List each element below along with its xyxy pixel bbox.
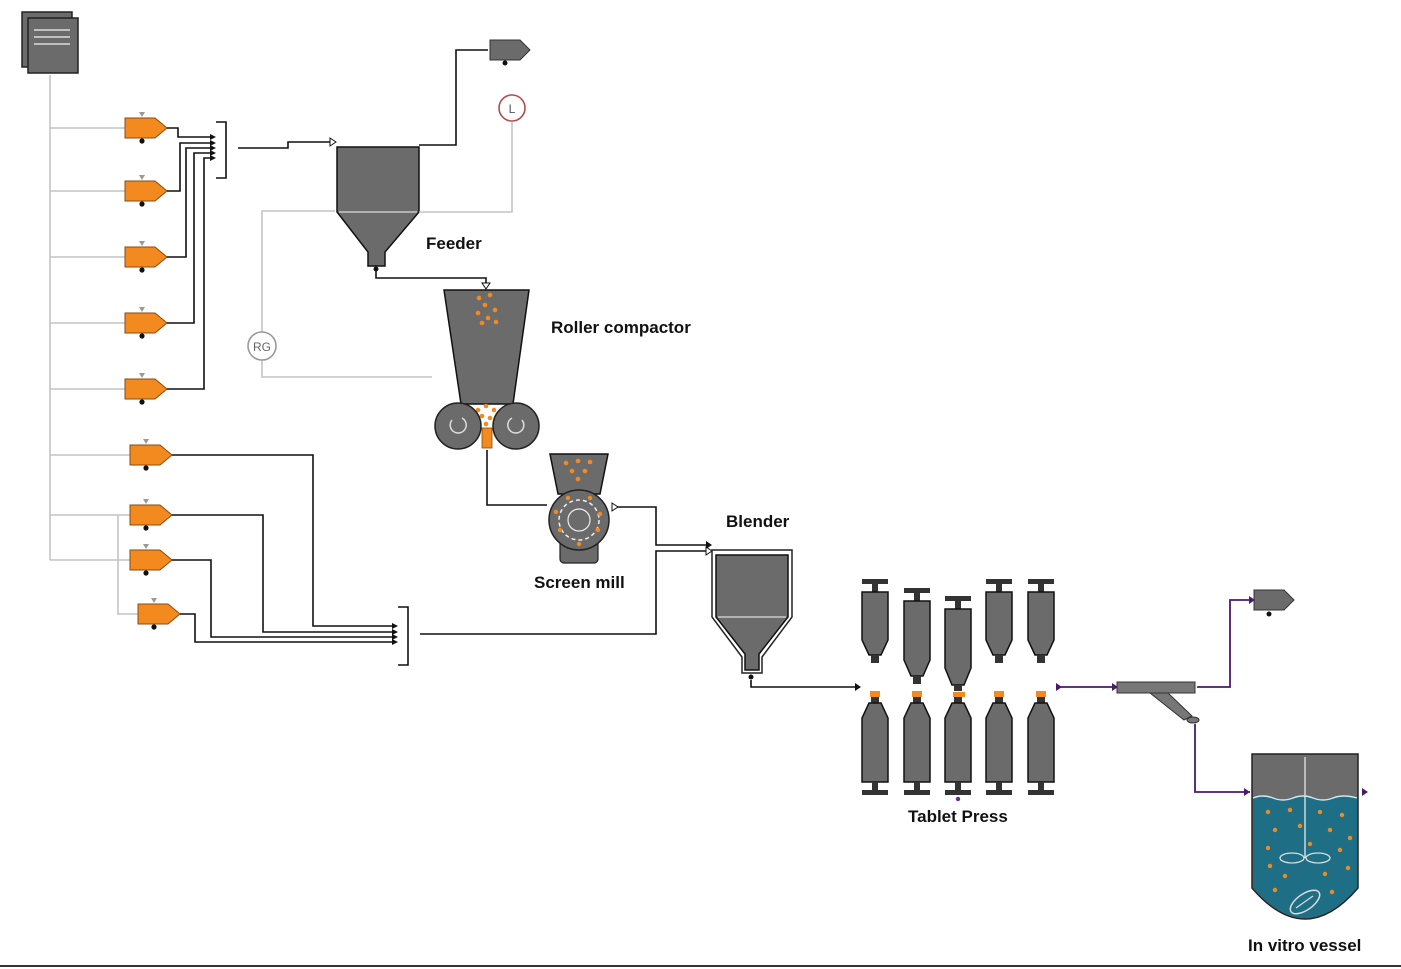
material-source-icon[interactable] xyxy=(124,241,168,273)
mixer-icon-1[interactable] xyxy=(210,121,227,179)
material-source-icon[interactable] xyxy=(129,499,173,531)
lower-feed-streams xyxy=(172,454,710,666)
product-sink-icon-2[interactable] xyxy=(1253,589,1295,617)
tablet-press-lower-punch xyxy=(861,691,889,795)
level-controller-icon[interactable]: L xyxy=(498,94,526,122)
tablet-press-upper-punch xyxy=(1027,579,1055,663)
tablet-press-lower-punch xyxy=(903,691,931,795)
tablet-splitter-unit[interactable] xyxy=(1116,681,1200,724)
tablet-press-lower-punch xyxy=(985,691,1013,795)
blender-label: Blender xyxy=(726,512,790,531)
material-source-icon[interactable] xyxy=(137,598,181,630)
material-source-icon[interactable] xyxy=(124,175,168,207)
in-vitro-vessel-unit[interactable] xyxy=(1251,753,1368,920)
in-vitro-vessel-label: In vitro vessel xyxy=(1248,936,1362,955)
feeder-unit[interactable] xyxy=(336,146,420,272)
tablet-press-lower-punch xyxy=(1027,691,1055,795)
roller-compactor-unit[interactable] xyxy=(434,289,540,450)
roller-compactor-granules xyxy=(475,292,499,427)
feeder-label: Feeder xyxy=(426,234,482,253)
recycle-controller-label: RG xyxy=(253,340,271,354)
tablet-press-label: Tablet Press xyxy=(908,807,1008,826)
material-source-group-2 xyxy=(129,439,181,630)
tablet-press-upper-punch xyxy=(861,579,889,663)
material-source-icon[interactable] xyxy=(129,439,173,471)
roller-compactor-label: Roller compactor xyxy=(551,318,691,337)
tablet-press-lower-punch xyxy=(944,692,972,802)
flowsheet-document-icon[interactable] xyxy=(21,11,79,74)
material-source-icon[interactable] xyxy=(129,544,173,576)
material-source-icon[interactable] xyxy=(124,307,168,339)
material-source-group-1 xyxy=(124,112,168,405)
screen-mill-label: Screen mill xyxy=(534,573,625,592)
product-sink-icon-1[interactable] xyxy=(489,39,531,66)
material-source-icon[interactable] xyxy=(124,112,168,144)
signal-lines xyxy=(49,75,138,615)
screen-mill-unit[interactable] xyxy=(548,453,610,564)
tablet-press-upper-punch xyxy=(985,579,1013,663)
tablet-press-unit[interactable] xyxy=(861,579,1055,802)
mixer-icon-2[interactable] xyxy=(392,606,409,666)
material-source-icon[interactable] xyxy=(124,373,168,405)
upper-feed-streams xyxy=(167,121,337,390)
blender-unit[interactable] xyxy=(711,549,793,680)
tablet-press-upper-punch xyxy=(944,596,972,691)
recycle-controller-icon[interactable]: RG xyxy=(247,331,277,361)
level-controller-label: L xyxy=(509,102,516,116)
tablet-press-upper-punch xyxy=(903,588,931,684)
dissolving-particles xyxy=(1265,807,1353,895)
